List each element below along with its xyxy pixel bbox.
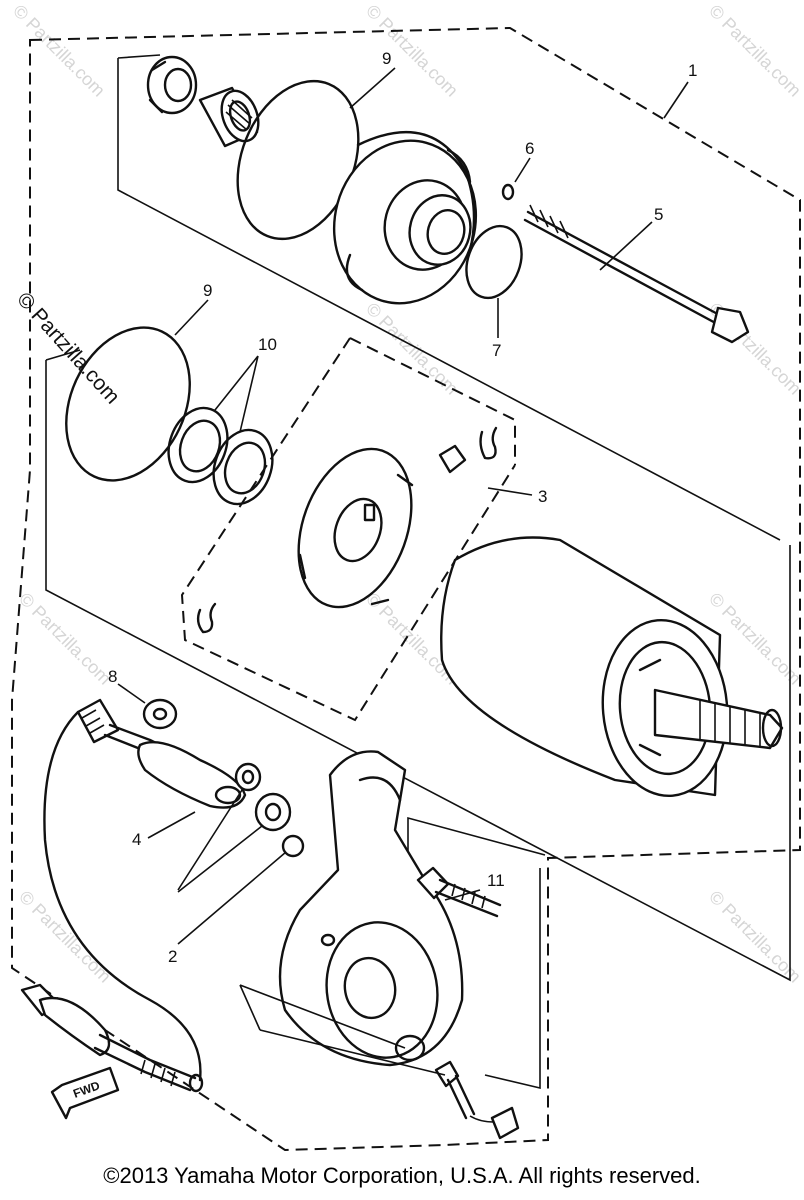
watermark-text: © Partzilla.com <box>362 1 462 101</box>
callout-4: 4 <box>132 830 141 849</box>
leader-lines <box>117 67 689 1076</box>
watermark-text: © Partzilla.com <box>362 299 462 399</box>
watermark-text: © Partzilla.com <box>705 1 804 101</box>
callout-10: 10 <box>258 335 277 354</box>
callout-9-middle: 9 <box>203 281 212 300</box>
watermark-text: © Partzilla.com <box>15 589 115 689</box>
armature-group-box <box>45 349 791 982</box>
oil-seal <box>146 55 198 115</box>
callout-6: 6 <box>525 139 534 158</box>
callout-2: 2 <box>168 947 177 966</box>
starter-cable <box>20 710 204 1093</box>
terminal-washers <box>234 762 305 858</box>
assembly-boundary <box>11 26 801 1152</box>
watermark-text: © Partzilla.com <box>9 1 109 101</box>
watermark-text: © Partzilla.com <box>705 887 804 987</box>
forward-arrow-icon: FWD <box>50 1066 120 1120</box>
needle-bearing <box>198 86 260 148</box>
nut <box>142 698 178 730</box>
brush <box>438 444 467 474</box>
brush-spring-bottom <box>196 602 217 634</box>
washers <box>167 406 274 506</box>
starter-motor-exploded-diagram: © Partzilla.com © Partzilla.com © Partzi… <box>9 1 804 1152</box>
through-bolt <box>523 204 750 344</box>
o-ring-small <box>501 183 515 201</box>
o-ring-middle <box>65 326 191 482</box>
callout-numbers: 1 9 6 5 7 9 10 3 8 4 2 11 <box>108 49 697 966</box>
callout-7: 7 <box>492 341 501 360</box>
front-cover-group-box <box>117 54 781 541</box>
copyright-footer: ©2013 Yamaha Motor Corporation, U.S.A. A… <box>103 1163 701 1188</box>
brush-holder-group-box <box>180 337 516 722</box>
brush-plate <box>297 447 414 609</box>
brush-spring-top <box>479 426 498 460</box>
callout-11: 11 <box>487 871 505 890</box>
armature-shaft <box>653 688 784 750</box>
callout-8: 8 <box>108 667 117 686</box>
callout-3: 3 <box>538 487 547 506</box>
yoke-housing <box>440 536 729 798</box>
o-ring-7 <box>465 224 523 300</box>
watermark-text: © Partzilla.com <box>15 887 115 987</box>
callout-9-top: 9 <box>382 49 391 68</box>
rear-cover <box>278 750 464 1067</box>
front-cover <box>332 131 478 305</box>
terminal-bolt-box <box>407 816 546 1090</box>
callout-5: 5 <box>654 205 663 224</box>
callout-1: 1 <box>688 61 697 80</box>
lead-wire <box>76 698 247 809</box>
brush-terminal-screw <box>434 1060 520 1140</box>
